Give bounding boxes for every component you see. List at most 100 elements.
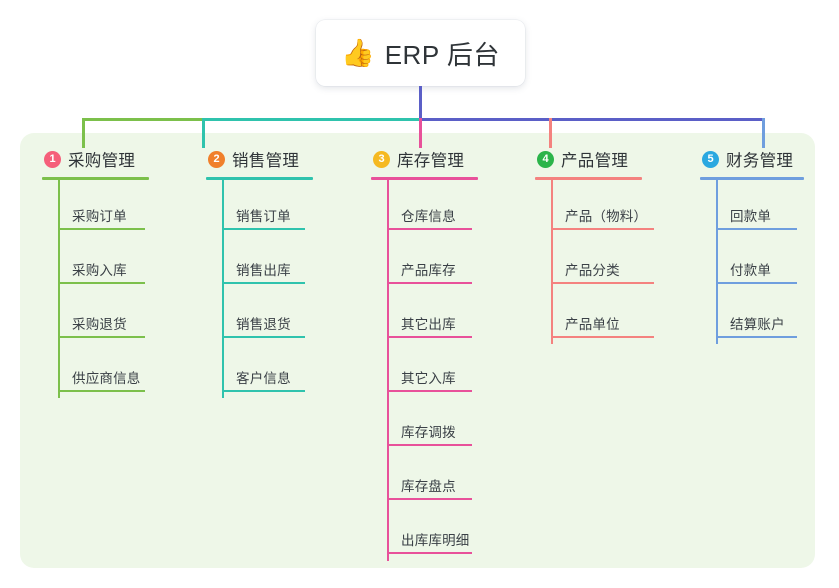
branch-title: 产品管理 [561,152,629,170]
branch-item[interactable]: 其它出库 [387,288,478,342]
branch-column-5: 5 财务管理回款单付款单结算账户 [700,148,804,344]
branch-item-rule [222,336,305,338]
branch-item-label: 采购退货 [72,317,127,332]
branch-item[interactable]: 产品分类 [551,234,654,288]
branch-item-label: 回款单 [730,209,772,224]
branch-item-rule [387,336,472,338]
branch-item-rule [58,390,145,392]
branch-header-1[interactable]: 1 采购管理 [42,148,149,170]
branch-item[interactable]: 产品（物料） [551,180,654,234]
branch-number-badge: 1 [44,150,61,168]
branch-header-3[interactable]: 3 库存管理 [371,148,478,170]
branch-item-label: 出库库明细 [401,533,470,548]
branch-header-5[interactable]: 5 财务管理 [700,148,804,170]
branch-item-label: 产品库存 [401,263,456,278]
branch-item[interactable]: 销售退货 [222,288,313,342]
branch-spine [716,180,718,344]
branch-item-label: 客户信息 [236,371,291,386]
branch-item-list: 采购订单采购入库采购退货供应商信息 [58,180,149,398]
branch-item-rule [551,282,654,284]
branch-number-badge: 3 [373,150,390,168]
thumbs-up-emoji: 👍 [341,37,375,68]
branch-item-label: 库存调拨 [401,425,456,440]
branch-item-rule [58,228,145,230]
branch-title: 采购管理 [68,152,136,170]
branch-spine [222,180,224,398]
branch-item-rule [387,390,472,392]
branch-item-list: 仓库信息产品库存其它出库其它入库库存调拨库存盘点出库库明细 [387,180,478,561]
branch-item-label: 其它入库 [401,371,456,386]
branch-item[interactable]: 销售出库 [222,234,313,288]
branch-item-label: 库存盘点 [401,479,456,494]
branch-number-badge: 2 [208,150,225,168]
branch-item[interactable]: 付款单 [716,234,804,288]
branch-column-1: 1 采购管理采购订单采购入库采购退货供应商信息 [42,148,149,398]
branch-header-rule [42,177,149,180]
branch-item[interactable]: 客户信息 [222,342,313,396]
branch-item-label: 结算账户 [730,317,785,332]
branch-item[interactable]: 其它入库 [387,342,478,396]
branch-item[interactable]: 供应商信息 [58,342,149,396]
branch-item[interactable]: 回款单 [716,180,804,234]
branch-item-rule [387,228,472,230]
branch-spine [387,180,389,561]
branch-item-label: 采购入库 [72,263,127,278]
branch-title: 财务管理 [726,152,794,170]
branch-item-label: 产品单位 [565,317,620,332]
branch-item[interactable]: 产品单位 [551,288,654,342]
branch-column-3: 3 库存管理仓库信息产品库存其它出库其它入库库存调拨库存盘点出库库明细 [371,148,478,561]
branch-spine [551,180,553,344]
branch-item[interactable]: 出库库明细 [387,504,478,558]
branch-title: 销售管理 [232,152,300,170]
branch-item-rule [387,282,472,284]
branch-number-badge: 4 [537,150,554,168]
branch-item-list: 销售订单销售出库销售退货客户信息 [222,180,313,398]
branches-background-panel [20,133,815,568]
branch-item-rule [387,552,472,554]
branch-header-rule [206,177,313,180]
root-node-card[interactable]: 👍 ERP 后台 [316,20,525,86]
branch-spine [58,180,60,398]
branch-header-rule [371,177,478,180]
branch-item[interactable]: 仓库信息 [387,180,478,234]
branch-column-4: 4 产品管理产品（物料） 产品分类产品单位 [535,148,654,344]
branch-item-label: 销售出库 [236,263,291,278]
branch-item-label: 付款单 [730,263,772,278]
branch-item-label: 销售订单 [236,209,291,224]
branch-item-label: 供应商信息 [72,371,141,386]
branch-item-label: 产品（物料） [565,209,648,224]
branch-item-list: 产品（物料） 产品分类产品单位 [551,180,654,344]
branch-item-rule [222,390,305,392]
branch-item-label: 仓库信息 [401,209,456,224]
branch-item-label: 其它出库 [401,317,456,332]
branch-header-2[interactable]: 2 销售管理 [206,148,313,170]
branch-item[interactable]: 采购退货 [58,288,149,342]
branch-item[interactable]: 采购订单 [58,180,149,234]
branch-header-rule [700,177,804,180]
branch-item[interactable]: 结算账户 [716,288,804,342]
branch-item-rule [222,282,305,284]
branch-item[interactable]: 采购入库 [58,234,149,288]
branch-item-rule [58,282,145,284]
branch-item-rule [387,498,472,500]
branch-item-rule [551,228,654,230]
root-node-title: ERP 后台 [384,39,500,70]
branch-number-badge: 5 [702,150,719,168]
branch-item-rule [58,336,145,338]
branch-item-rule [551,336,654,338]
branch-item-rule [716,336,797,338]
branch-item[interactable]: 销售订单 [222,180,313,234]
branch-column-2: 2 销售管理销售订单销售出库销售退货客户信息 [206,148,313,398]
branch-item-rule [716,228,797,230]
branch-title: 库存管理 [397,152,465,170]
branch-item[interactable]: 库存盘点 [387,450,478,504]
branch-item-rule [222,228,305,230]
branch-header-rule [535,177,642,180]
branch-item-list: 回款单付款单结算账户 [716,180,804,344]
branch-header-4[interactable]: 4 产品管理 [535,148,642,170]
branch-item-label: 销售退货 [236,317,291,332]
branch-item-label: 采购订单 [72,209,127,224]
branch-item[interactable]: 产品库存 [387,234,478,288]
branch-item[interactable]: 库存调拨 [387,396,478,450]
